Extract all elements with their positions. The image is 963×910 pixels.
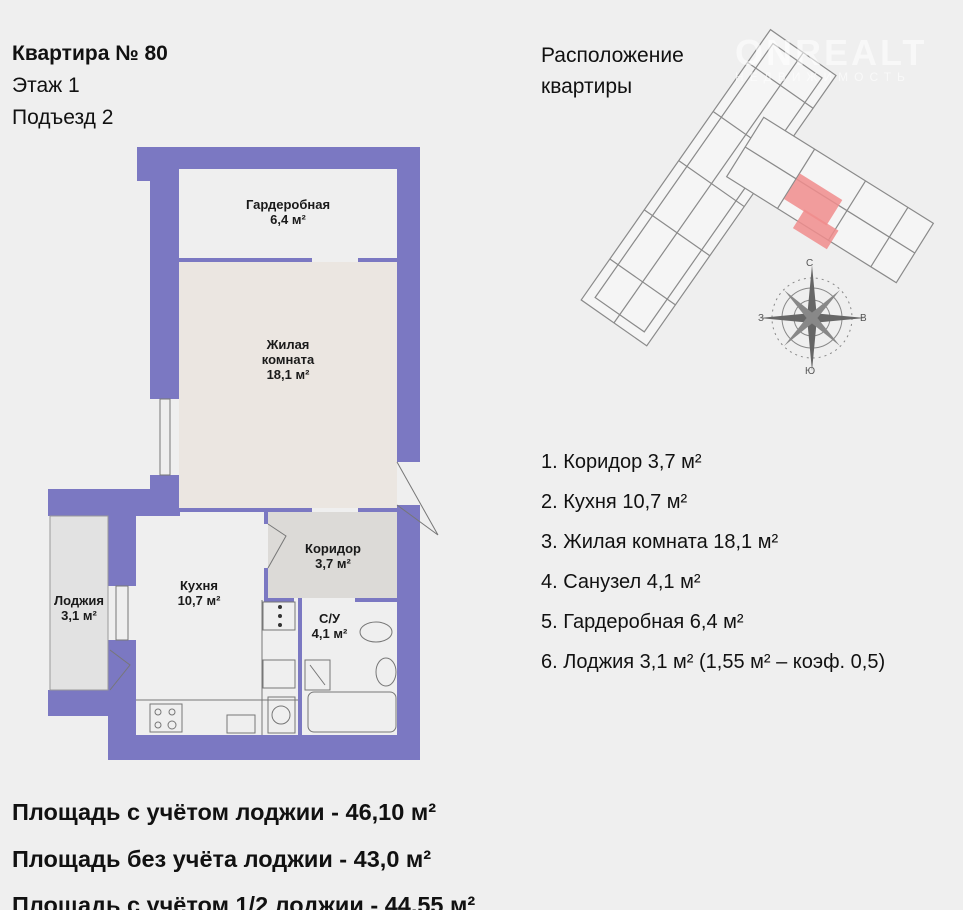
list-item: 3. Жилая комната 18,1 м²	[541, 531, 779, 553]
total-half-loggia: Площадь с учётом 1/2 лоджии - 44,55 м²	[12, 892, 476, 910]
loggia-floor	[49, 515, 109, 691]
toilet-icon	[359, 621, 393, 643]
walls	[48, 147, 420, 760]
washing-machine	[267, 696, 296, 734]
washing-machine-drum	[271, 705, 291, 725]
hob-burners	[278, 605, 282, 627]
location-line1: Расположение	[541, 44, 684, 67]
list-item: 5. Гардеробная 6,4 м²	[541, 611, 744, 633]
list-item: 2. Кухня 10,7 м²	[541, 491, 688, 513]
window	[159, 398, 171, 476]
corridor-floor	[268, 512, 397, 598]
room-loggia: Лоджия 3,1 м²	[48, 593, 110, 623]
boiler-icon	[304, 659, 331, 691]
apartment-highlight	[784, 173, 843, 250]
bathtub-icon	[307, 691, 397, 733]
room-name: Кухня	[180, 578, 218, 593]
room-kitchen: Кухня 10,7 м²	[136, 578, 262, 608]
room-area: 4,1 м²	[311, 626, 348, 641]
room-name: Гардеробная	[245, 197, 331, 212]
room-living: Жилая комната 18,1 м²	[179, 337, 397, 382]
stove	[149, 703, 183, 733]
room-area: 3,7 м²	[315, 556, 351, 571]
entry-door	[396, 461, 439, 536]
hob	[262, 601, 296, 631]
kitchen-door	[267, 523, 287, 569]
room-area: 10,7 м²	[177, 593, 221, 608]
list-item: 4. Санузел 4,1 м²	[541, 571, 701, 593]
compass-south: Ю	[805, 366, 816, 377]
room-name: Лоджия	[54, 593, 104, 608]
entrance-label: Подъезд 2	[12, 106, 114, 129]
floor-label: Этаж 1	[12, 74, 80, 97]
total-with-loggia: Площадь с учётом лоджии - 46,10 м²	[12, 799, 437, 825]
total-without-loggia: Площадь без учёта лоджии - 43,0 м²	[12, 846, 432, 872]
watermark-logo: ONREALT	[735, 32, 928, 73]
apartment-title: Квартира № 80	[12, 42, 168, 65]
room-bathroom: С/У 4,1 м²	[302, 611, 357, 641]
room-name: Коридор	[305, 541, 361, 556]
compass-rose-icon	[759, 265, 865, 371]
room-area: 18,1 м²	[266, 367, 310, 382]
room-corridor: Коридор 3,7 м²	[268, 541, 398, 571]
living-floor	[179, 262, 397, 508]
compass-west: З	[758, 313, 765, 324]
wardrobe-floor	[179, 169, 397, 258]
compass-north: С	[806, 258, 814, 269]
watermark-sub: НЕДВИЖИМОСТЬ	[735, 70, 911, 84]
fixtures	[109, 398, 439, 735]
compass-east: В	[860, 313, 867, 324]
kitchen-table	[226, 714, 256, 734]
room-area: 6,4 м²	[270, 212, 306, 227]
room-name: С/У	[318, 611, 341, 626]
room-name: Жилая	[266, 337, 310, 352]
location-heading: Расположение квартиры	[541, 40, 684, 102]
washbasin-icon	[375, 657, 397, 687]
room-name: комната	[261, 352, 315, 367]
room-area: 3,1 м²	[61, 608, 97, 623]
kitchen-sink	[262, 659, 296, 689]
location-line2: квартиры	[541, 75, 633, 98]
window	[115, 585, 129, 641]
loggia-door	[109, 649, 131, 691]
room-wardrobe: Гардеробная 6,4 м²	[179, 197, 397, 227]
list-item: 6. Лоджия 3,1 м² (1,55 м² – коэф. 0,5)	[541, 651, 886, 673]
list-item: 1. Коридор 3,7 м²	[541, 451, 702, 473]
